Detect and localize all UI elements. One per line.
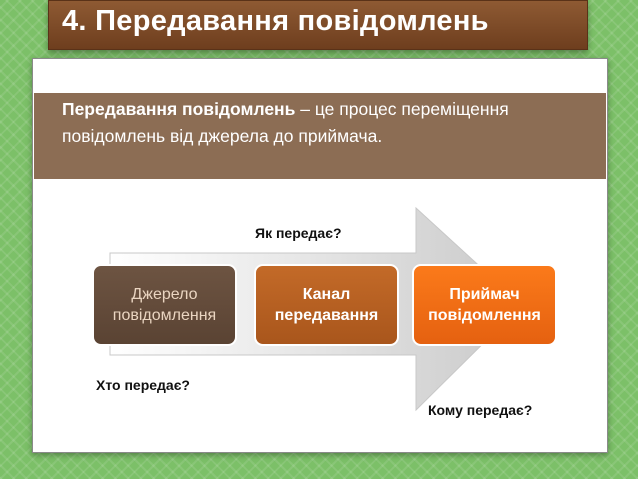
definition-text: Передавання повідомлень – це процес пере… (62, 96, 602, 150)
definition-term: Передавання повідомлень (62, 99, 296, 119)
receiver-line1: Приймач (449, 286, 520, 303)
channel-line2: передавання (274, 307, 379, 324)
question-whom: Кому передає? (428, 402, 533, 418)
source-line2: повідомлення (112, 307, 217, 324)
receiver-line2: повідомлення (428, 307, 541, 324)
definition-box (34, 93, 606, 179)
channel-box: Канал передавання (254, 264, 399, 346)
title-bar (48, 0, 588, 50)
source-line1: Джерело (131, 286, 198, 303)
question-who: Хто передає? (96, 377, 190, 393)
definition-rest: – це процес переміщення повідомлень від … (62, 99, 509, 146)
receiver-box: Приймач повідомлення (412, 264, 557, 346)
slide-title: 4. Передавання повідомлень (62, 5, 489, 37)
channel-line1: Канал (302, 286, 351, 303)
question-how: Як передає? (255, 225, 342, 241)
source-box: Джерело повідомлення (92, 264, 237, 346)
